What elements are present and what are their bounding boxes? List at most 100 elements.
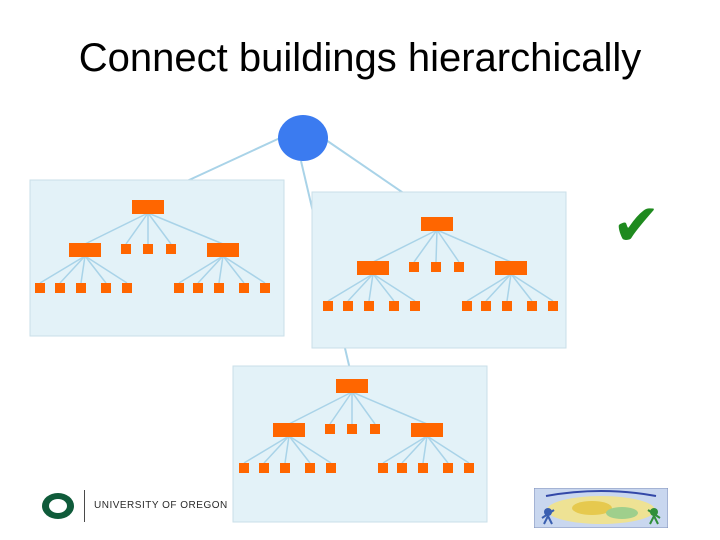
switch-link bbox=[147, 212, 172, 245]
edge-switch bbox=[280, 463, 290, 473]
edge-switch bbox=[122, 283, 132, 293]
uo-o-mark-icon bbox=[42, 493, 74, 519]
edge-switch bbox=[193, 283, 203, 293]
edge-switch bbox=[389, 301, 399, 311]
edge-link bbox=[422, 435, 428, 464]
network-startup-resource-center-logo bbox=[534, 488, 668, 528]
edge-switch bbox=[166, 244, 176, 254]
edge-switch bbox=[364, 301, 374, 311]
edge-link bbox=[368, 273, 374, 302]
edge-switch bbox=[397, 463, 407, 473]
check-mark-icon: ✔ bbox=[612, 191, 661, 259]
edge-switch bbox=[548, 301, 558, 311]
switch-link bbox=[125, 212, 149, 245]
edge-switch bbox=[378, 463, 388, 473]
edge-switch bbox=[431, 262, 441, 272]
edge-switch bbox=[409, 262, 419, 272]
edge-link bbox=[284, 435, 290, 464]
edge-link bbox=[222, 255, 266, 284]
edge-link bbox=[510, 273, 554, 302]
edge-link bbox=[466, 273, 512, 302]
edge-link bbox=[401, 435, 428, 464]
switch-link bbox=[413, 229, 438, 263]
edge-link bbox=[372, 273, 416, 302]
university-name: UNIVERSITY OF OREGON bbox=[94, 500, 228, 511]
edge-link bbox=[426, 435, 470, 464]
switch-link bbox=[329, 391, 353, 425]
edge-switch bbox=[343, 301, 353, 311]
university-of-oregon-logo: UNIVERSITY OF OREGON bbox=[40, 490, 240, 526]
edge-link bbox=[39, 255, 86, 284]
distribution-switch bbox=[69, 243, 101, 257]
distribution-switch bbox=[207, 243, 239, 257]
edge-switch bbox=[239, 463, 249, 473]
edge-link bbox=[59, 255, 86, 284]
edge-link bbox=[426, 435, 449, 464]
page-title: Connect buildings hierarchically bbox=[78, 36, 642, 80]
edge-switch bbox=[35, 283, 45, 293]
edge-link bbox=[197, 255, 224, 284]
edge-switch bbox=[174, 283, 184, 293]
edge-switch bbox=[101, 283, 111, 293]
edge-link bbox=[510, 273, 533, 302]
edge-switch bbox=[121, 244, 131, 254]
switch-link bbox=[436, 229, 512, 263]
building-core-switch bbox=[421, 217, 453, 231]
edge-switch bbox=[55, 283, 65, 293]
building-1 bbox=[29, 179, 285, 337]
switch-link bbox=[147, 212, 224, 245]
edge-link bbox=[372, 273, 395, 302]
edge-link bbox=[84, 255, 107, 284]
edge-switch bbox=[325, 424, 335, 434]
logo-divider bbox=[84, 490, 85, 522]
edge-switch bbox=[370, 424, 380, 434]
edge-link bbox=[288, 435, 332, 464]
distribution-switch bbox=[357, 261, 389, 275]
edge-switch bbox=[239, 283, 249, 293]
edge-switch bbox=[323, 301, 333, 311]
switch-link bbox=[351, 391, 376, 425]
edge-switch bbox=[143, 244, 153, 254]
core-router-node bbox=[278, 115, 328, 161]
edge-link bbox=[218, 255, 224, 284]
edge-switch bbox=[305, 463, 315, 473]
edge-link bbox=[222, 255, 245, 284]
edge-switch bbox=[464, 463, 474, 473]
edge-switch bbox=[260, 283, 270, 293]
edge-switch bbox=[454, 262, 464, 272]
edge-switch bbox=[481, 301, 491, 311]
building-2 bbox=[311, 191, 567, 349]
switch-link bbox=[435, 229, 438, 263]
edge-link bbox=[243, 435, 290, 464]
edge-switch bbox=[259, 463, 269, 473]
switch-link bbox=[288, 391, 353, 425]
switch-link bbox=[436, 229, 460, 263]
edge-switch bbox=[462, 301, 472, 311]
distribution-switch bbox=[411, 423, 443, 437]
edge-link bbox=[382, 435, 428, 464]
edge-switch bbox=[214, 283, 224, 293]
edge-link bbox=[485, 273, 512, 302]
switch-link bbox=[84, 212, 149, 245]
edge-link bbox=[263, 435, 290, 464]
edge-switch bbox=[410, 301, 420, 311]
edge-switch bbox=[76, 283, 86, 293]
edge-link bbox=[80, 255, 86, 284]
edge-link bbox=[84, 255, 128, 284]
edge-link bbox=[288, 435, 311, 464]
edge-link bbox=[327, 273, 374, 302]
edge-switch bbox=[502, 301, 512, 311]
edge-switch bbox=[527, 301, 537, 311]
building-3 bbox=[232, 365, 488, 523]
edge-link bbox=[506, 273, 512, 302]
edge-switch bbox=[326, 463, 336, 473]
building-core-switch bbox=[132, 200, 164, 214]
distribution-switch bbox=[273, 423, 305, 437]
building-core-switch bbox=[336, 379, 368, 393]
edge-link bbox=[347, 273, 374, 302]
edge-switch bbox=[443, 463, 453, 473]
switch-link bbox=[372, 229, 438, 263]
distribution-switch bbox=[495, 261, 527, 275]
edge-switch bbox=[347, 424, 357, 434]
